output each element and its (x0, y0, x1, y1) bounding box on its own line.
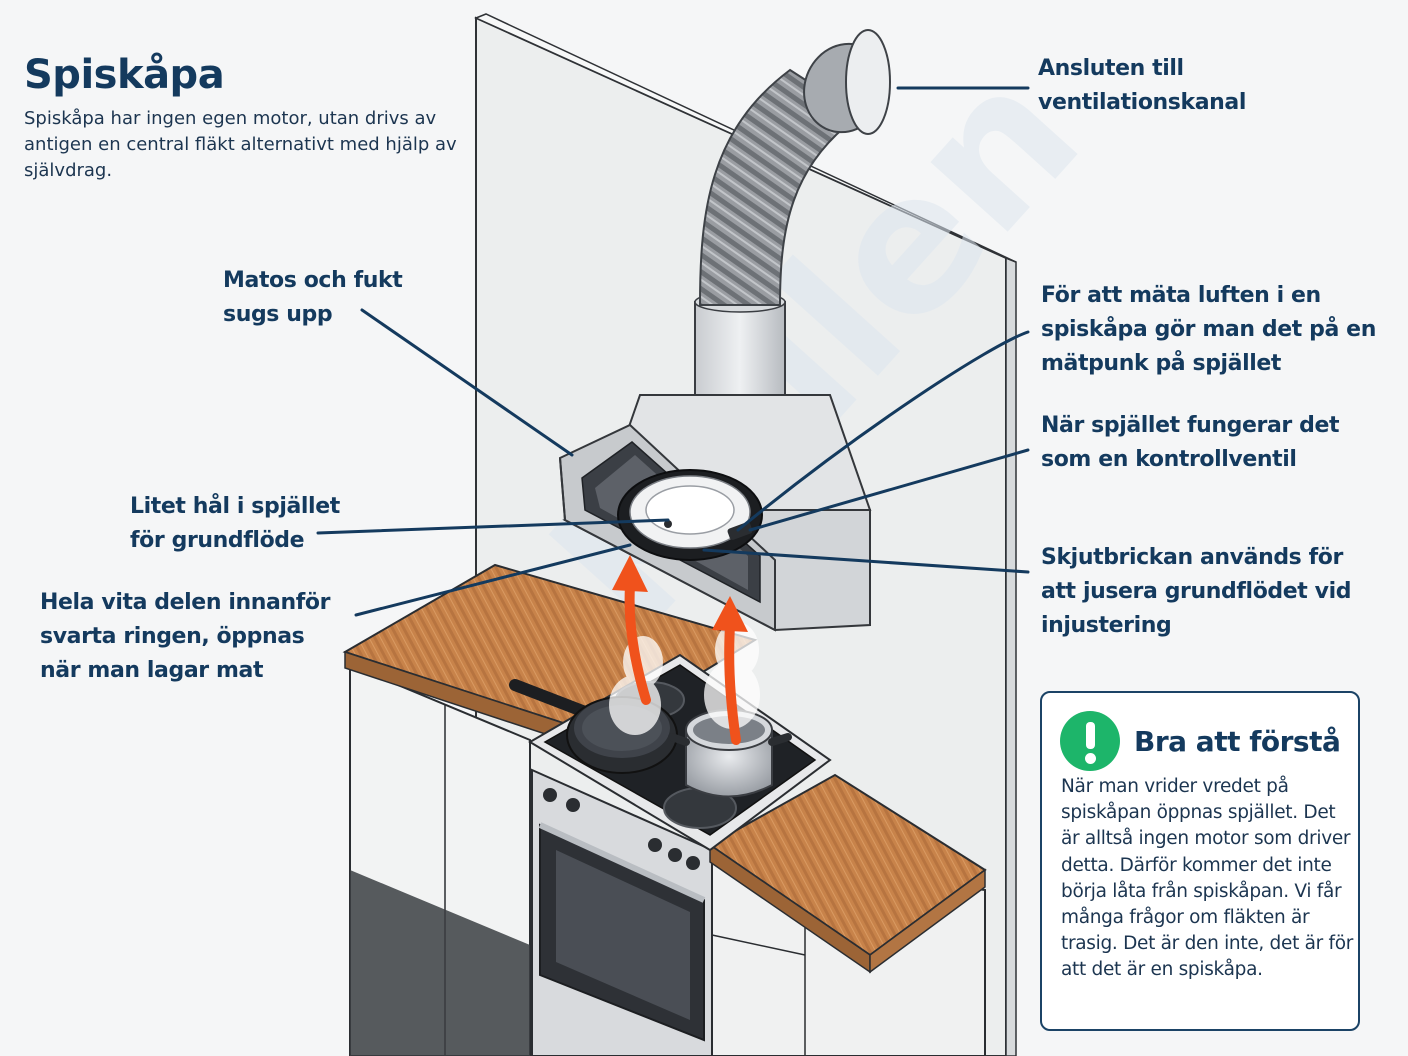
callout-white-part: Hela vita delen innanför svarta ringen, … (40, 590, 331, 683)
leader-measure (736, 330, 1030, 532)
info-box-text: När man vrider vredet på spiskåpan öppna… (1061, 776, 1354, 981)
leader-white-part (354, 543, 632, 617)
callout-slider: Skjutbrickan används för att jusera grun… (1041, 545, 1352, 638)
leader-hole (316, 518, 670, 535)
ventilation-duct (694, 29, 891, 399)
info-box-title: Bra att förstå (1134, 725, 1341, 758)
exclamation-icon (1060, 711, 1120, 771)
leader-slider (702, 548, 1030, 574)
page-title: Spiskåpa (24, 52, 225, 98)
callout-valve: När spjället fungerar det som en kontrol… (1041, 413, 1340, 472)
callout-duct: Ansluten till ventilationskanal (1038, 56, 1247, 115)
callout-grease: Matos och fukt sugs upp (223, 268, 403, 327)
leader-grease (360, 308, 574, 457)
airflow-arrows (612, 555, 748, 745)
info-box: Bra att förstå När man vrider vredet på … (1040, 691, 1360, 1031)
oven (531, 768, 713, 1056)
intro-text: Spiskåpa har ingen egen motor, utan driv… (24, 108, 457, 181)
callout-measure: För att mäta luften i en spiskåpa gör ma… (1041, 283, 1376, 376)
leader-lines (316, 86, 1030, 617)
callout-hole: Litet hål i spjället för grundflöde (130, 494, 340, 553)
damper (617, 469, 763, 561)
leader-valve (748, 448, 1030, 532)
